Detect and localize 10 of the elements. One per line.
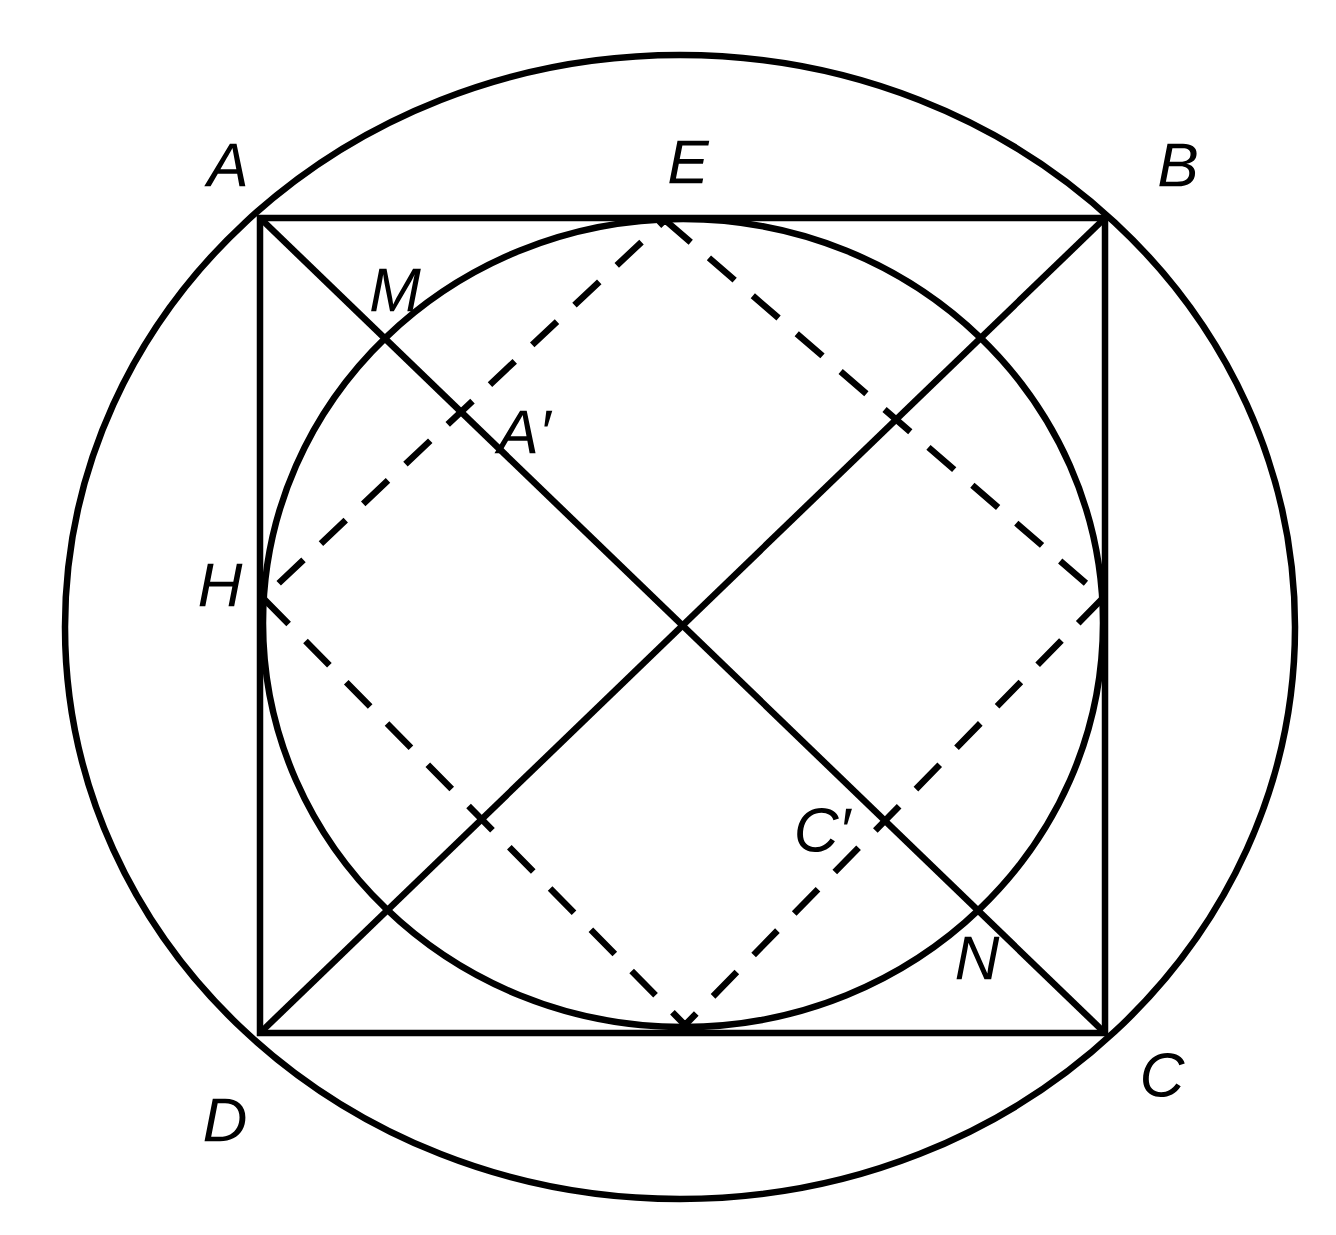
point-label: M	[371, 268, 421, 312]
point-label: C	[1143, 1053, 1185, 1097]
point-label: B	[1159, 143, 1197, 187]
point-label: C′	[797, 808, 852, 852]
point-label: E	[669, 140, 710, 184]
point-label: A	[204, 143, 246, 187]
point-label: A′	[494, 410, 553, 454]
point-label: H	[199, 563, 243, 607]
point-label: D	[204, 1098, 246, 1142]
point-label: N	[956, 936, 1000, 980]
